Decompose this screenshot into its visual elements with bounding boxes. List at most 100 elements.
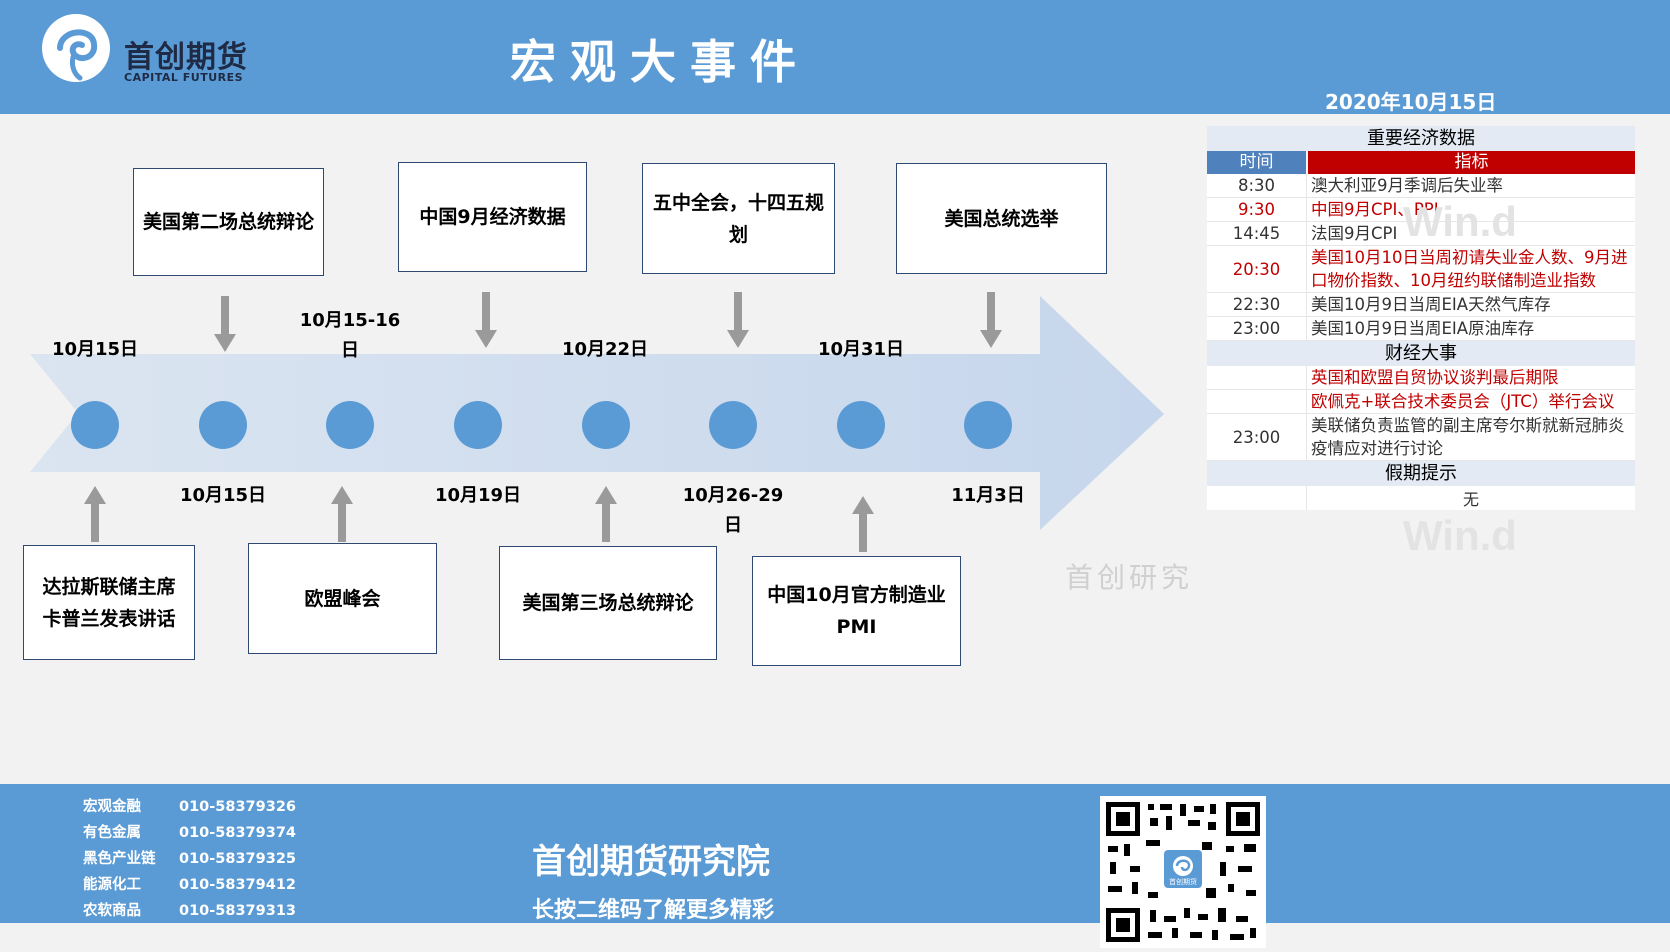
holiday-value: 无 (1462, 490, 1479, 509)
top-date-3: 10月22日 (561, 339, 649, 360)
timeline-node-2 (199, 401, 247, 449)
qr-code-pattern: 首创期货 (1106, 802, 1260, 942)
row-indicator: 法国9月CPI (1311, 224, 1398, 243)
bottom-event-label: 欧盟峰会 (304, 587, 381, 610)
qr-slogan: 长按二维码了解更多精彩 (532, 898, 775, 923)
contact-name: 有色金属 (83, 825, 141, 841)
page-title: 宏观大事件 (510, 35, 810, 89)
down-arrow-icon (727, 292, 749, 348)
row-time: 8:30 (1207, 174, 1307, 197)
row-event: 英国和欧盟自贸协议谈判最后期限 (1311, 368, 1559, 387)
report-date: 2020年10月15日 (1325, 90, 1497, 114)
timeline-node-8 (964, 401, 1012, 449)
bottom-event-box-1: 达拉斯联储主席卡普兰发表讲话 (23, 545, 195, 660)
timeline-node-1 (71, 401, 119, 449)
timeline-node-7 (837, 401, 885, 449)
bottom-date-4: 11月3日 (951, 485, 1025, 506)
table-row: 欧佩克+联合技术委员会（JTC）举行会议 (1207, 390, 1635, 414)
row-time: 22:30 (1207, 293, 1307, 316)
up-arrow-icon (852, 496, 874, 552)
up-arrow-icon (84, 486, 106, 542)
top-event-box-3: 五中全会，十四五规划 (642, 163, 835, 274)
table-row: 8:30 澳大利亚9月季调后失业率 (1207, 174, 1635, 198)
down-arrow-icon (980, 292, 1002, 348)
row-time: 14:45 (1207, 222, 1307, 245)
bottom-event-box-2: 欧盟峰会 (248, 543, 437, 654)
row-time: 23:00 (1207, 317, 1307, 340)
table-row: 23:00 美国10月9日当周EIA原油库存 (1207, 317, 1635, 341)
bottom-date-3: 10月26-29日 (682, 485, 784, 536)
economic-calendar-panel: 重要经济数据 时间 指标 8:30 澳大利亚9月季调后失业率 9:30 中国9月… (1207, 126, 1635, 510)
contact-name: 能源化工 (83, 877, 141, 893)
holiday-time-cell (1207, 486, 1307, 510)
table-row: 20:30 美国10月10日当周初请失业金人数、9月进口物价指数、10月纽约联储… (1207, 246, 1635, 293)
up-arrow-icon (595, 486, 617, 542)
logo-text-en: CAPITAL FUTURES (124, 71, 244, 84)
top-event-label: 美国第二场总统辩论 (142, 211, 314, 233)
holiday-title: 假期提示 (1207, 461, 1635, 486)
bottom-event-label: 美国第三场总统辩论 (522, 592, 694, 614)
row-indicator: 美国10月9日当周EIA天然气库存 (1311, 295, 1551, 314)
timeline-node-3 (326, 401, 374, 449)
top-event-label: 五中全会，十四五规划 (652, 191, 824, 246)
capital-futures-logo-icon (42, 14, 110, 82)
contact-name: 农软商品 (83, 903, 141, 919)
bottom-event-box-4: 中国10月官方制造业PMI (752, 556, 961, 666)
logo-text-cn: 首创期货 (124, 40, 248, 75)
row-time (1207, 366, 1307, 389)
row-event: 欧佩克+联合技术委员会（JTC）举行会议 (1311, 392, 1615, 411)
top-event-label: 中国9月经济数据 (419, 206, 566, 228)
row-time: 20:30 (1207, 246, 1307, 292)
row-indicator: 中国9月CPI、PPI (1311, 200, 1439, 219)
contact-phone: 010-58379326 (179, 799, 296, 815)
contact-item: 宏观金融 010-58379326 (83, 794, 296, 820)
table-row: 14:45 法国9月CPI (1207, 222, 1635, 246)
top-date-2: 10月15-16日 (299, 310, 401, 361)
row-indicator: 美国10月10日当周初请失业金人数、9月进口物价指数、10月纽约联储制造业指数 (1311, 248, 1628, 290)
contact-name: 黑色产业链 (83, 851, 156, 867)
wind-watermark: Win.d (1403, 512, 1517, 559)
col-time-header: 时间 (1207, 151, 1306, 174)
qr-code-icon[interactable]: 首创期货 (1100, 796, 1266, 948)
header-bar: 首创期货 CAPITAL FUTURES 宏观大事件 2020年10月15日 (0, 0, 1670, 114)
table-header: 时间 指标 (1207, 151, 1635, 174)
contact-item: 能源化工 010-58379412 (83, 872, 296, 898)
top-date-4: 10月31日 (817, 339, 905, 360)
top-event-box-1: 美国第二场总统辩论 (133, 168, 324, 276)
contact-name: 宏观金融 (83, 799, 141, 815)
row-time (1207, 390, 1307, 413)
top-date-1: 10月15日 (51, 339, 139, 360)
bottom-date-2: 10月19日 (434, 485, 522, 506)
economic-data-title: 重要经济数据 (1207, 126, 1635, 151)
contact-item: 有色金属 010-58379374 (83, 820, 296, 846)
col-indicator-header: 指标 (1308, 151, 1635, 174)
research-watermark: 首创研究 (1065, 561, 1194, 594)
bottom-event-label: 中国10月官方制造业PMI (767, 584, 946, 638)
up-arrow-icon (331, 486, 353, 542)
timeline-node-4 (454, 401, 502, 449)
top-event-box-2: 中国9月经济数据 (398, 162, 587, 272)
contact-item: 黑色产业链 010-58379325 (83, 846, 296, 872)
down-arrow-icon (214, 296, 236, 352)
holiday-row: 无 (1207, 486, 1635, 510)
qr-logo-text: 首创期货 (1169, 877, 1197, 886)
row-event: 美联储负责监管的副主席夸尔斯就新冠肺炎疫情应对进行讨论 (1311, 416, 1625, 458)
footer-bar: 宏观金融 010-58379326 有色金属 010-58379374 黑色产业链 0… (0, 784, 1670, 948)
row-indicator: 澳大利亚9月季调后失业率 (1311, 176, 1503, 195)
timeline-node-6 (709, 401, 757, 449)
row-time: 23:00 (1207, 414, 1307, 460)
row-indicator: 美国10月9日当周EIA原油库存 (1311, 319, 1535, 338)
table-row: 23:00 美联储负责监管的副主席夸尔斯就新冠肺炎疫情应对进行讨论 (1207, 414, 1635, 461)
financial-events-title: 财经大事 (1207, 341, 1635, 366)
table-row: 英国和欧盟自贸协议谈判最后期限 (1207, 366, 1635, 390)
contact-phone: 010-58379374 (179, 825, 296, 841)
contact-phone: 010-58379412 (179, 877, 296, 893)
timeline-node-5 (582, 401, 630, 449)
contact-list: 宏观金融 010-58379326 有色金属 010-58379374 黑色产业链 0… (83, 794, 296, 924)
top-event-box-4: 美国总统选举 (896, 163, 1107, 274)
contact-phone: 010-58379325 (179, 851, 296, 867)
bottom-event-box-3: 美国第三场总统辩论 (499, 546, 717, 660)
row-time: 9:30 (1207, 198, 1307, 221)
institute-name: 首创期货研究院 (532, 842, 770, 882)
